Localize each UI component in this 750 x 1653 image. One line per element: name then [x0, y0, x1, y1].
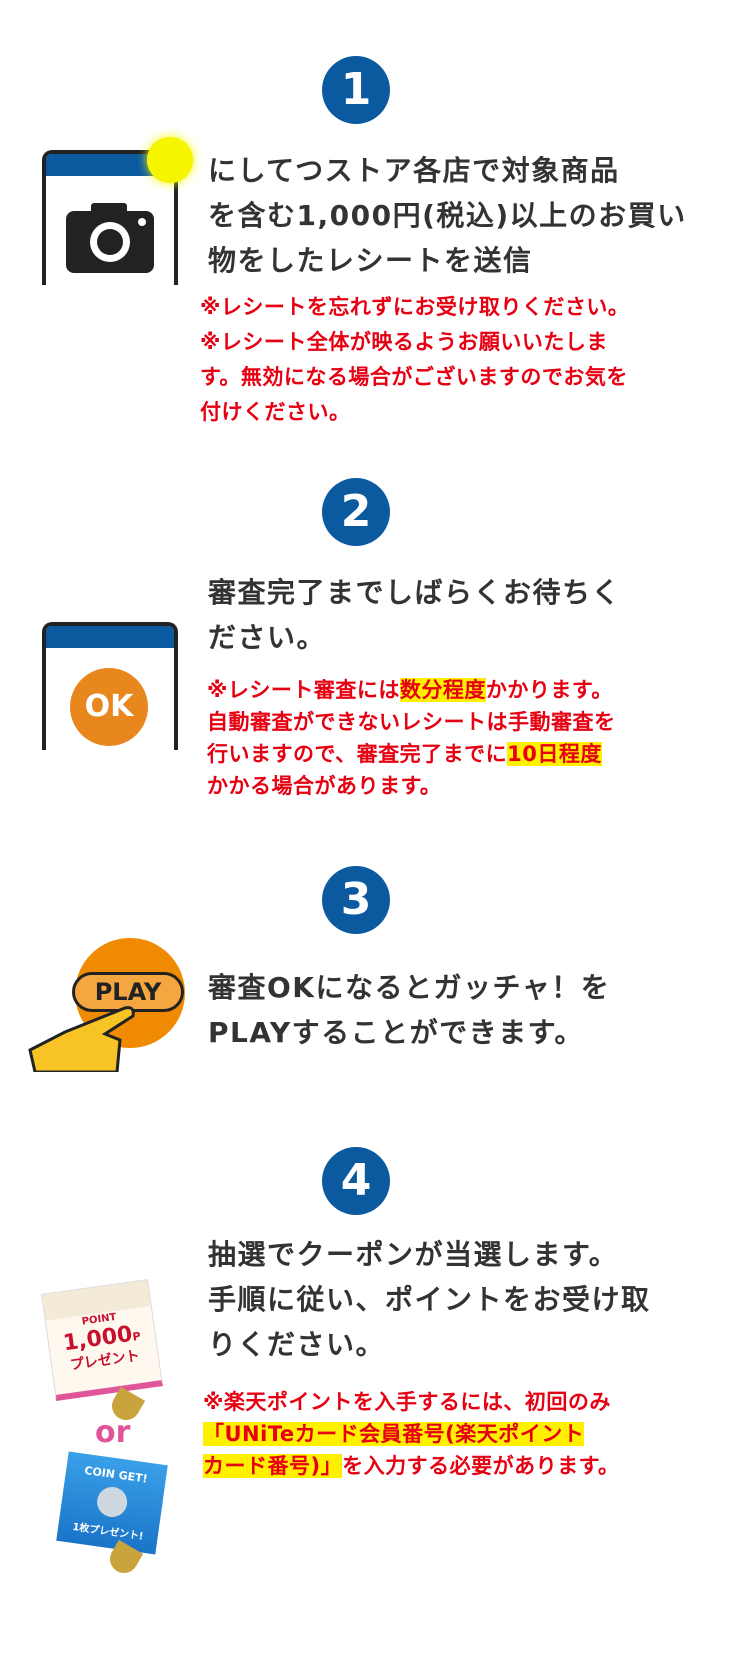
phone-camera-icon: [42, 150, 178, 285]
ok-badge: OK: [70, 668, 148, 746]
step-1-number: 1: [322, 56, 390, 124]
step-2-notes: ※レシート審査には数分程度かかります。 自動審査ができないレシートは手動審査を …: [207, 678, 616, 798]
coin-coupon-image: COIN GET! 1枚プレゼント!: [56, 1451, 168, 1555]
step-4-notes: ※楽天ポイントを入手するには、初回のみ 「UNiTeカード会員番号(楽天ポイント…: [203, 1390, 620, 1478]
play-label: PLAY: [72, 972, 184, 1012]
camera-icon: [66, 203, 154, 273]
or-label: or: [95, 1415, 131, 1450]
step-3-number: 3: [322, 866, 390, 934]
phone-ok-icon: OK: [42, 622, 178, 750]
step-2-number: 2: [322, 478, 390, 546]
step-1-notes: ※レシートを忘れずにお受け取りください。※レシート全体が映るようお願いいたします…: [200, 295, 630, 424]
step-2-text: 審査完了までしばらくお待ちください。: [208, 576, 622, 654]
notification-glow-icon: [147, 137, 193, 183]
step-4-text: 抽選でクーポンが当選します。手順に従い、ポイントをお受け取りください。: [208, 1238, 651, 1361]
pointing-hand-icon: [28, 1006, 135, 1072]
step-4-number: 4: [322, 1147, 390, 1215]
point-coupon-image: POINT 1,000P プレゼント: [41, 1279, 163, 1401]
step-1-text: にしてつストア各店で対象商品を含む1,000円(税込)以上のお買い物をしたレシー…: [208, 154, 687, 277]
